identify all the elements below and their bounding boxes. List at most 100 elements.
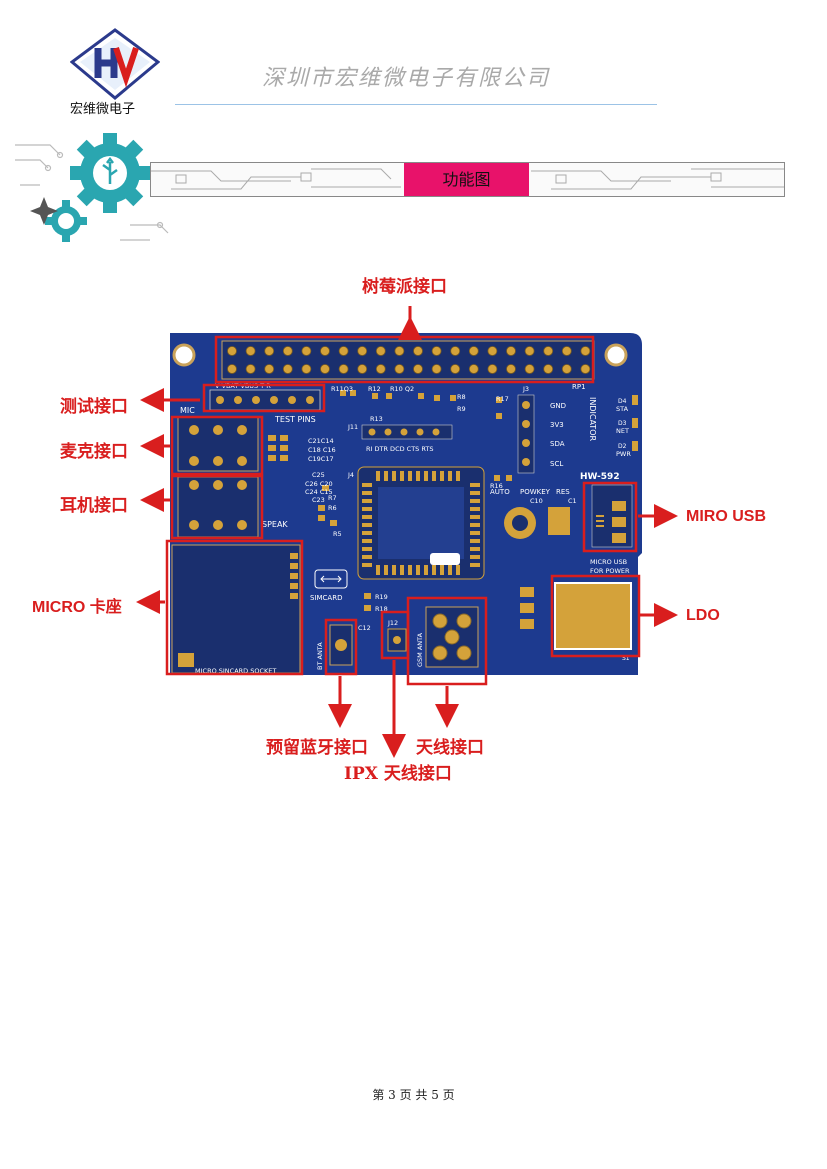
chip-pin xyxy=(470,555,480,559)
label-j4: J4 xyxy=(347,471,354,479)
label-j12: J12 xyxy=(387,619,398,627)
gpio-pin xyxy=(338,346,349,356)
callout-earphone: 耳机接口 xyxy=(60,496,128,516)
chip-pin xyxy=(470,531,480,535)
gpio-pin xyxy=(320,364,330,374)
highlight-ipx xyxy=(380,610,410,660)
chip-pin xyxy=(470,547,480,551)
section-title: 功能图 xyxy=(404,163,529,196)
chip-pin xyxy=(456,471,460,481)
label-j3: J3 xyxy=(522,385,529,393)
logo-caption: 宏维微电子 xyxy=(70,102,136,117)
callout-antenna: 天线接口 xyxy=(416,738,484,758)
label-sta: STA xyxy=(616,405,629,413)
chip-pin xyxy=(470,515,480,519)
chip-pin xyxy=(362,507,372,511)
label-net: NET xyxy=(616,427,629,435)
arrow-icon xyxy=(136,306,678,758)
chip-pin xyxy=(470,499,480,503)
label-r9: R9 xyxy=(457,405,466,413)
chip-pin xyxy=(440,471,444,481)
callout-ldo: LDO xyxy=(686,607,720,624)
chip-pin xyxy=(408,471,412,481)
label-scl: SCL xyxy=(550,460,563,468)
label-bt-anta: BT ANTA xyxy=(316,642,324,670)
chip-pin xyxy=(448,471,452,481)
gpio-pin xyxy=(375,364,386,374)
label-r11q3: R11Q3 xyxy=(331,385,353,393)
highlight-usb xyxy=(582,481,638,553)
chip-pin xyxy=(392,471,396,481)
callout-micro-usb: MIRO USB xyxy=(686,508,766,525)
label-res: RES xyxy=(556,488,570,496)
label-c23: C23 xyxy=(312,496,325,504)
gpio-pin xyxy=(580,346,591,356)
chip-pin xyxy=(424,565,428,575)
chip-pin xyxy=(376,565,380,575)
label-caps4: C25 xyxy=(312,471,325,479)
pcb-board: RP1 V VBAT VBUS T R TEST PINS MIC SPEAK … xyxy=(170,333,642,675)
gpio-pin xyxy=(524,346,535,356)
label-caps1: C21C14 xyxy=(308,437,334,445)
highlight-gpio xyxy=(214,335,595,384)
chip-pin xyxy=(362,491,372,495)
gpio-pin xyxy=(394,364,405,374)
label-caps6: C24 C15 xyxy=(305,488,333,496)
header-divider xyxy=(175,104,657,105)
highlight-mic xyxy=(170,415,264,476)
gpio-pin xyxy=(227,346,237,356)
gpio-pin xyxy=(375,346,386,356)
label-c10: C10 xyxy=(530,497,543,505)
gpio-pin xyxy=(450,364,461,374)
gpio-pin xyxy=(227,364,237,374)
label-mic: MIC xyxy=(180,406,195,415)
chip-pin xyxy=(362,483,372,487)
callout-ipx: IPX 天线接口 xyxy=(344,764,452,784)
label-rp1: RP1 xyxy=(572,383,586,391)
gpio-pin xyxy=(561,346,572,356)
label-simcard: SIMCARD xyxy=(310,594,342,602)
gpio-pin xyxy=(264,364,275,374)
gpio-header xyxy=(221,340,595,380)
gpio-pin xyxy=(282,346,293,356)
chip-pin xyxy=(432,565,436,575)
callout-mic: 麦克接口 xyxy=(60,442,128,462)
chip-pin xyxy=(470,491,480,495)
circuit-pattern xyxy=(151,168,784,190)
label-r10q2: R10 Q2 xyxy=(390,385,414,393)
usb-icon xyxy=(102,156,118,184)
gpio-pin xyxy=(320,346,330,356)
label-caps2: C18 C16 xyxy=(308,446,336,454)
label-r7: R7 xyxy=(328,494,337,502)
gpio-pin xyxy=(301,364,312,374)
label-d2: D2 xyxy=(618,443,627,450)
gpio-pin xyxy=(431,364,442,374)
company-logo xyxy=(70,28,160,100)
chip-pin xyxy=(376,471,380,481)
label-uart: RI DTR DCD CTS RTS xyxy=(366,445,434,453)
chip-pin xyxy=(362,563,372,567)
chip-pin xyxy=(470,563,480,567)
gpio-pin xyxy=(338,364,349,374)
label-r5: R5 xyxy=(333,530,342,538)
chip-pin xyxy=(362,539,372,543)
label-caps5: C26 C20 xyxy=(305,480,333,488)
label-r17: R17 xyxy=(496,395,509,403)
label-r6: R6 xyxy=(328,504,337,512)
label-indicator: INDICATOR xyxy=(588,397,597,441)
chip-pin xyxy=(456,565,460,575)
highlight-earphone xyxy=(170,474,264,540)
chip-pin xyxy=(384,565,388,575)
gpio-pin xyxy=(524,364,535,374)
chip-pin xyxy=(440,565,444,575)
label-speak: SPEAK xyxy=(262,520,288,529)
label-sda: SDA xyxy=(550,440,565,448)
label-powkey: POWKEY xyxy=(520,488,551,496)
chip-pin xyxy=(362,515,372,519)
highlight-ldo xyxy=(550,574,641,658)
chip-pin xyxy=(400,565,404,575)
gpio-pin xyxy=(487,346,498,356)
label-r19: R19 xyxy=(375,593,388,601)
gpio-pin xyxy=(413,364,423,374)
label-auto: AUTO xyxy=(490,488,510,496)
